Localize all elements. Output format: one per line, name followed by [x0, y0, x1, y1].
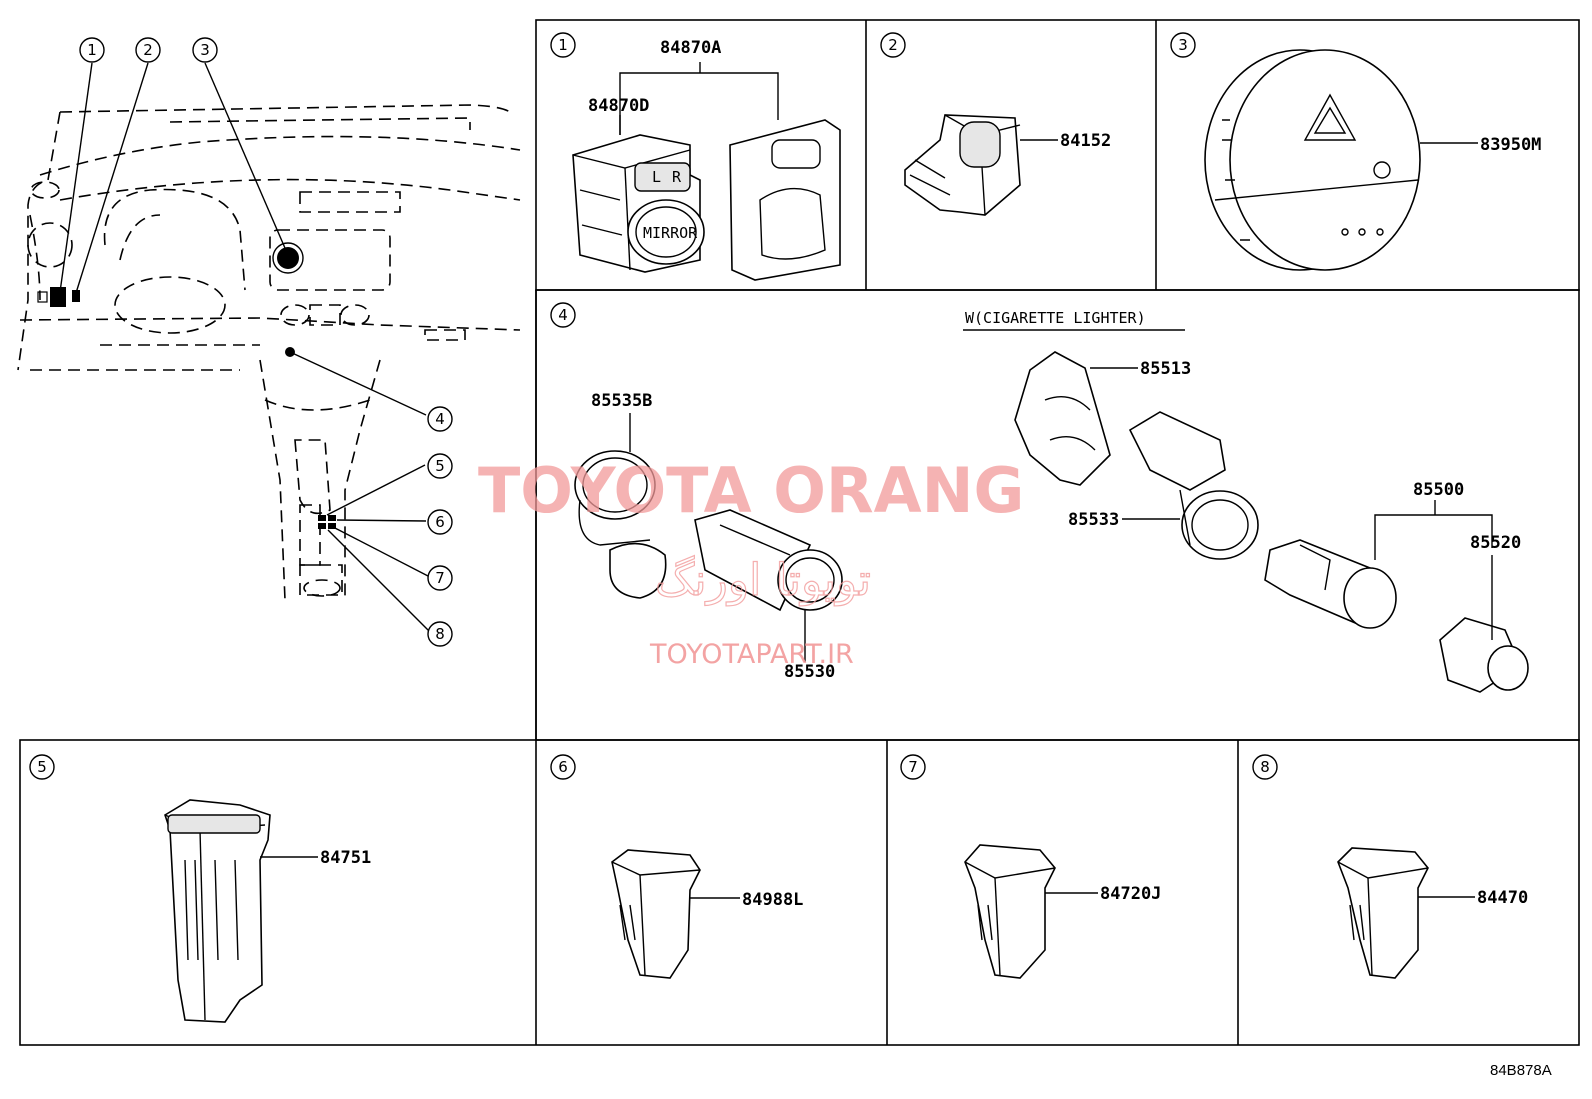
part-84751: 84751: [320, 848, 371, 868]
watermark: TOYOTA ORANG تویوتا اورنگ TOYOTAPART.IR: [478, 454, 1024, 670]
panel-3: 3 83950M: [1170, 32, 1541, 271]
lighter-85500-illustration: [1264, 539, 1397, 629]
panel-8: 8 84470: [1252, 754, 1528, 979]
lighter-85520-illustration: [1439, 617, 1529, 693]
panel-5: 5 84751: [29, 754, 371, 1023]
callout-7-label: 7: [435, 569, 445, 587]
switch-84988L-illustration: [611, 849, 701, 979]
part-85530: 85530: [784, 662, 835, 682]
part-85513: 85513: [1140, 359, 1191, 379]
part-84870D: 84870D: [588, 96, 649, 116]
part-85520: 85520: [1470, 533, 1521, 553]
panel-1-number: 1: [558, 36, 568, 54]
panel-6-number: 6: [558, 758, 568, 776]
bracket-85513-illustration: [1014, 351, 1111, 486]
panel-borders: [19, 19, 1580, 1046]
panel-1: 1 L R MIRROR 84870A 84870D: [550, 32, 841, 281]
mirror-l-label: L: [652, 168, 661, 186]
callout-3-label: 3: [200, 41, 210, 59]
part-84720J: 84720J: [1100, 884, 1161, 904]
part-84988L: 84988L: [742, 890, 803, 910]
panel-7: 7 84720J: [900, 754, 1161, 979]
part-84152: 84152: [1060, 131, 1111, 151]
callout-2-label: 2: [143, 41, 153, 59]
panel-2: 2 84152: [880, 32, 1111, 216]
socket-85530-illustration: [694, 509, 843, 612]
switch-84152-illustration: [904, 114, 1021, 216]
mirror-knob-label: MIRROR: [643, 224, 698, 242]
panel-4-caption: W(CIGARETTE LIGHTER): [965, 309, 1146, 327]
overview-callout-1: 1: [79, 37, 105, 63]
callout-8-label: 8: [435, 625, 445, 643]
overview-callout-8: 8: [427, 621, 453, 647]
part-83950M: 83950M: [1480, 135, 1541, 155]
switch-84720J-illustration: [964, 844, 1056, 979]
watermark-arabic: تویوتا اورنگ: [655, 555, 871, 606]
overview-callout-4: 4: [427, 406, 453, 432]
socket-85533-illustration: [1128, 411, 1259, 560]
mirror-switch-illustration: L R MIRROR: [572, 134, 705, 273]
overview-callout-6: 6: [427, 509, 453, 535]
panel-3-number: 3: [1178, 36, 1188, 54]
panel-2-number: 2: [888, 36, 898, 54]
overview-callout-5: 5: [427, 453, 453, 479]
watermark-brand: TOYOTA ORANG: [478, 454, 1024, 527]
part-85533: 85533: [1068, 510, 1119, 530]
callout-5-label: 5: [435, 457, 445, 475]
part-85500: 85500: [1413, 480, 1464, 500]
callout-4-label: 4: [435, 410, 445, 428]
mirror-switch-bezel: [729, 119, 841, 281]
panel-6: 6 84988L: [550, 754, 803, 979]
part-84470: 84470: [1477, 888, 1528, 908]
switch-84751-illustration: [164, 799, 271, 1023]
switch-84470-illustration: [1337, 847, 1429, 979]
watermark-url: TOYOTAPART.IR: [649, 639, 854, 670]
panel-8-number: 8: [1260, 758, 1270, 776]
overview-leaders: [59, 62, 431, 633]
mirror-r-label: R: [672, 168, 682, 186]
callout-1-label: 1: [87, 41, 97, 59]
panel-5-number: 5: [37, 758, 47, 776]
part-84870A: 84870A: [660, 38, 721, 58]
callout-6-label: 6: [435, 513, 445, 531]
hazard-switch-illustration: [1204, 49, 1421, 271]
overview-callout-7: 7: [427, 565, 453, 591]
panel-4-number: 4: [558, 306, 568, 324]
socket-85535B-illustration: [574, 450, 667, 599]
panel-4: 4 W(CIGARETTE LIGHTER) 85535B 85530 8551…: [550, 302, 1529, 693]
overview-callout-2: 2: [135, 37, 161, 63]
diagram-code: 84B878A: [1490, 1062, 1552, 1079]
dashboard-overview: [17, 104, 521, 601]
overview-callout-3: 3: [192, 37, 218, 63]
part-85535B: 85535B: [591, 391, 652, 411]
panel-7-number: 7: [908, 758, 918, 776]
